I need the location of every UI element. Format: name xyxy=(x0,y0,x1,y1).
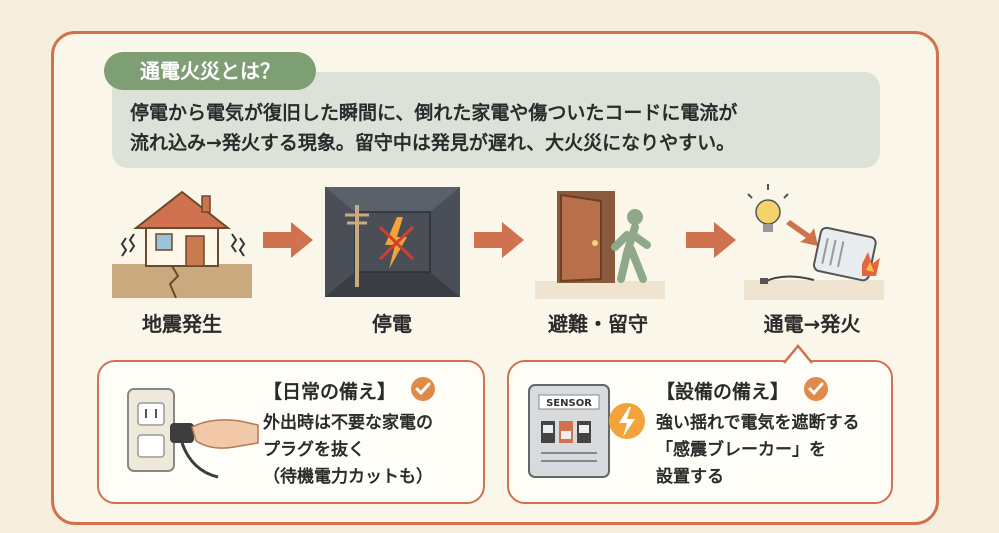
daily-card-text: 外出時は不要な家電の プラグを抜く （待機電力カットも） xyxy=(263,410,433,491)
seismic-breaker-icon: SENSOR xyxy=(528,384,645,478)
arrow-right-icon xyxy=(686,222,736,258)
check-circle-icon xyxy=(411,377,435,401)
daily-card-line: プラグを抜く xyxy=(263,440,365,460)
step-label-fire: 通電→発火 xyxy=(763,312,861,336)
sensor-label: SENSOR xyxy=(546,398,592,409)
light-bulb-icon xyxy=(747,184,789,232)
arrow-right-icon xyxy=(474,222,524,258)
daily-card-line: 外出時は不要な家電の xyxy=(263,413,433,433)
arrow-right-icon xyxy=(263,222,313,258)
daily-card-title: 【日常の備え】 xyxy=(263,381,397,403)
equipment-card-title: 【設備の備え】 xyxy=(656,381,790,403)
power-outage-icon xyxy=(325,187,460,297)
check-circle-icon xyxy=(804,377,828,401)
daily-card-line: （待機電力カットも） xyxy=(263,467,433,487)
equipment-card-line: 設置する xyxy=(656,467,724,487)
heater-fire-icon xyxy=(744,184,884,300)
step-label-evacuation: 避難・留守 xyxy=(548,312,648,336)
equipment-card-line: 「感震ブレーカー」を xyxy=(656,440,826,460)
evacuation-door-icon xyxy=(535,191,665,299)
intro-line-2: 流れ込み→発火する現象。留守中は発見が遅れ、大火災になりやすい。 xyxy=(130,132,736,154)
equipment-card-line: 強い揺れで電気を遮断する xyxy=(656,413,860,433)
callout-pointer xyxy=(783,344,813,364)
intro-line-1: 停電から電気が復旧した瞬間に、倒れた家電や傷ついたコードに電流が xyxy=(130,102,738,124)
step-label-outage: 停電 xyxy=(372,312,412,336)
outlet-plug-icon xyxy=(127,388,259,479)
intro-text: 停電から電気が復旧した瞬間に、倒れた家電や傷ついたコードに電流が 流れ込み→発火… xyxy=(130,98,870,158)
equipment-card-text: 強い揺れで電気を遮断する 「感震ブレーカー」を 設置する xyxy=(656,410,860,491)
intro-tag: 通電火災とは？ xyxy=(104,52,316,90)
step-label-earthquake: 地震発生 xyxy=(142,312,222,336)
house-earthquake-icon xyxy=(112,190,252,298)
